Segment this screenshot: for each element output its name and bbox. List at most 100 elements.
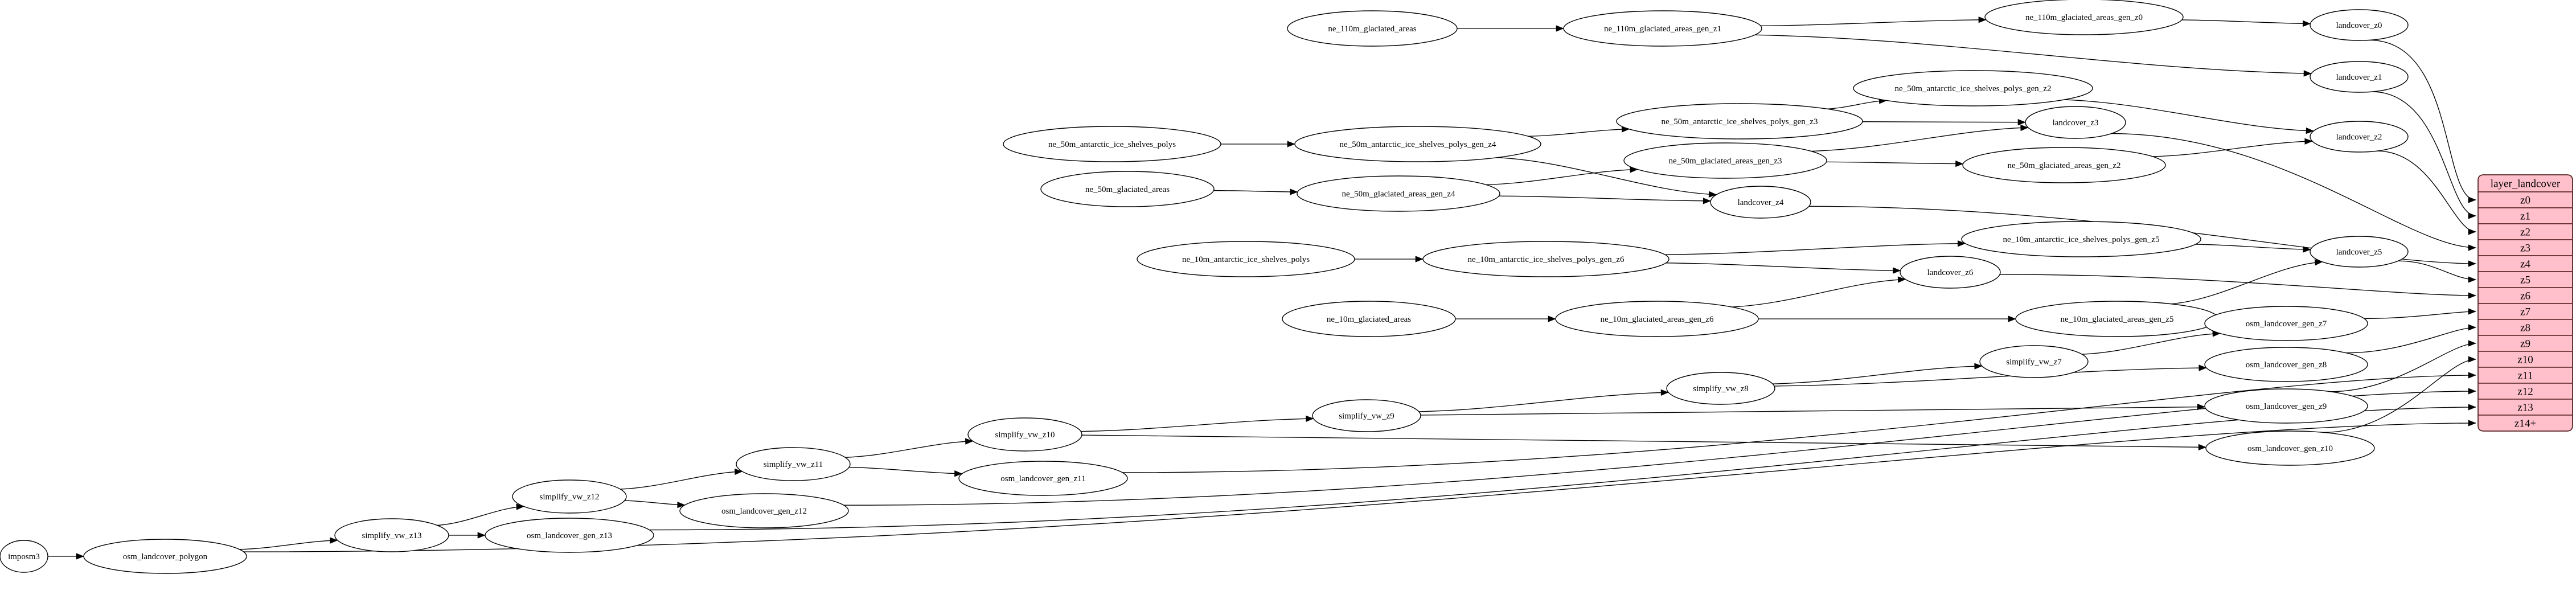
- node-ellipse[interactable]: [958, 461, 1128, 496]
- graph-node[interactable]: ne_110m_glaciated_areas_gen_z1: [1563, 10, 1762, 47]
- graph-node[interactable]: landcover_z4: [1710, 186, 1811, 219]
- node-ellipse[interactable]: [1312, 399, 1421, 432]
- graph-node[interactable]: ne_10m_glaciated_areas_gen_z5: [2015, 301, 2219, 337]
- edge-arrowhead: [2468, 372, 2476, 379]
- node-ellipse[interactable]: [2025, 106, 2126, 139]
- graph-node[interactable]: imposm3: [0, 540, 48, 573]
- graph-node[interactable]: ne_50m_antarctic_ice_shelves_polys_gen_z…: [1853, 70, 2093, 106]
- graph-node[interactable]: landcover_z2: [2310, 121, 2409, 153]
- graph-node[interactable]: simplify_vw_z11: [736, 447, 851, 481]
- graph-node[interactable]: ne_10m_glaciated_areas_gen_z6: [1555, 301, 1759, 337]
- graph-node[interactable]: simplify_vw_z7: [1979, 345, 2089, 378]
- node-ellipse[interactable]: [1979, 345, 2089, 378]
- node-ellipse[interactable]: [334, 518, 449, 552]
- graph-node[interactable]: ne_110m_glaciated_areas_gen_z0: [1984, 0, 2184, 35]
- node-ellipse[interactable]: [2204, 388, 2368, 424]
- graph-node[interactable]: ne_10m_glaciated_areas: [1282, 301, 1456, 337]
- graph-node[interactable]: ne_50m_antarctic_ice_shelves_polys: [1003, 126, 1221, 162]
- graph-node[interactable]: ne_50m_glaciated_areas_gen_z2: [1962, 147, 2166, 183]
- node-ellipse[interactable]: [2204, 306, 2368, 341]
- node-ellipse[interactable]: [1900, 256, 2001, 289]
- node-ellipse[interactable]: [1616, 103, 1863, 140]
- node-ellipse[interactable]: [485, 518, 654, 553]
- graph-node[interactable]: ne_50m_glaciated_areas_gen_z3: [1623, 142, 1827, 179]
- node-label: simplify_vw_z8: [1693, 384, 1749, 393]
- node-ellipse[interactable]: [1853, 70, 2093, 106]
- edge: [1528, 129, 1630, 137]
- edge-arrowhead: [2468, 340, 2476, 347]
- graph-node[interactable]: osm_landcover_gen_z7: [2204, 306, 2368, 341]
- node-ellipse[interactable]: [1137, 241, 1355, 277]
- node-ellipse[interactable]: [2310, 236, 2409, 268]
- graph-node[interactable]: simplify_vw_z9: [1312, 399, 1421, 432]
- node-ellipse[interactable]: [1961, 221, 2201, 257]
- graph-node[interactable]: osm_landcover_gen_z9: [2204, 388, 2368, 424]
- graph-node[interactable]: simplify_vw_z10: [967, 417, 1082, 452]
- graph-node[interactable]: ne_110m_glaciated_areas: [1287, 10, 1458, 47]
- graph-node[interactable]: landcover_z3: [2025, 106, 2126, 139]
- graph-node[interactable]: ne_50m_antarctic_ice_shelves_polys_gen_z…: [1294, 126, 1541, 162]
- edge: [1827, 100, 1887, 109]
- edge: [1665, 243, 1966, 255]
- node-ellipse[interactable]: [1297, 175, 1500, 212]
- graph-node[interactable]: landcover_z6: [1900, 256, 2001, 289]
- graph-node[interactable]: osm_landcover_polygon: [83, 539, 247, 574]
- graph-node[interactable]: ne_50m_glaciated_areas: [1040, 171, 1215, 207]
- node-ellipse[interactable]: [1563, 10, 1762, 47]
- node-ellipse[interactable]: [2204, 347, 2368, 382]
- graph-node[interactable]: ne_50m_antarctic_ice_shelves_polys_gen_z…: [1616, 103, 1863, 140]
- graph-node[interactable]: osm_landcover_gen_z11: [958, 461, 1128, 496]
- node-ellipse[interactable]: [1422, 241, 1670, 277]
- node-label: imposm3: [8, 552, 40, 561]
- graph-node[interactable]: landcover_z1: [2310, 61, 2409, 93]
- node-ellipse[interactable]: [736, 447, 851, 481]
- graph-node[interactable]: ne_50m_glaciated_areas_gen_z4: [1297, 175, 1500, 212]
- graph-node[interactable]: simplify_vw_z8: [1666, 372, 1775, 405]
- node-label: osm_landcover_gen_z7: [2246, 319, 2327, 329]
- node-ellipse[interactable]: [2310, 121, 2409, 153]
- graph-node[interactable]: osm_landcover_gen_z10: [2205, 430, 2375, 466]
- node-label: ne_50m_antarctic_ice_shelves_polys_gen_z…: [1340, 140, 1496, 149]
- table-row-label: z2: [2520, 227, 2530, 239]
- edge-arrowhead: [2468, 324, 2476, 331]
- edge: [2364, 311, 2476, 319]
- node-ellipse[interactable]: [1294, 126, 1541, 162]
- graph-node[interactable]: landcover_z5: [2310, 236, 2409, 268]
- edge: [1811, 127, 2028, 152]
- node-ellipse[interactable]: [83, 539, 247, 574]
- graph-node[interactable]: osm_landcover_gen_z8: [2204, 347, 2368, 382]
- node-ellipse[interactable]: [2205, 430, 2375, 466]
- node-ellipse[interactable]: [1623, 142, 1827, 179]
- node-ellipse[interactable]: [1962, 147, 2166, 183]
- graph-node[interactable]: simplify_vw_z13: [334, 518, 449, 552]
- node-ellipse[interactable]: [1003, 126, 1221, 162]
- graph-node[interactable]: ne_10m_antarctic_ice_shelves_polys: [1137, 241, 1355, 277]
- edge-arrowhead: [1287, 141, 1295, 147]
- edge: [1773, 366, 1982, 384]
- graph-node[interactable]: landcover_z0: [2310, 9, 2409, 41]
- node-ellipse[interactable]: [679, 493, 849, 528]
- graph-node[interactable]: osm_landcover_gen_z12: [679, 493, 849, 528]
- node-ellipse[interactable]: [967, 417, 1082, 452]
- edge: [2369, 39, 2476, 200]
- graph-node[interactable]: simplify_vw_z12: [512, 479, 627, 514]
- node-ellipse[interactable]: [2310, 9, 2409, 41]
- node-ellipse[interactable]: [512, 479, 627, 514]
- node-ellipse[interactable]: [1984, 0, 2184, 35]
- edge-arrowhead: [1556, 25, 1564, 32]
- node-ellipse[interactable]: [2310, 61, 2409, 93]
- edge: [1826, 161, 1963, 165]
- node-ellipse[interactable]: [1666, 372, 1775, 405]
- node-ellipse[interactable]: [1040, 171, 1215, 207]
- node-ellipse[interactable]: [1555, 301, 1759, 337]
- graph-node[interactable]: ne_10m_antarctic_ice_shelves_polys_gen_z…: [1422, 241, 1670, 277]
- node-ellipse[interactable]: [1287, 10, 1458, 47]
- node-ellipse[interactable]: [0, 540, 48, 573]
- node-ellipse[interactable]: [1710, 186, 1811, 219]
- edge-arrowhead: [1978, 17, 1987, 23]
- node-label: simplify_vw_z10: [995, 430, 1055, 440]
- graph-node[interactable]: ne_10m_antarctic_ice_shelves_polys_gen_z…: [1961, 221, 2201, 257]
- graph-node[interactable]: osm_landcover_gen_z13: [485, 518, 654, 553]
- edge-arrowhead: [1958, 240, 1966, 247]
- node-ellipse[interactable]: [1282, 301, 1456, 337]
